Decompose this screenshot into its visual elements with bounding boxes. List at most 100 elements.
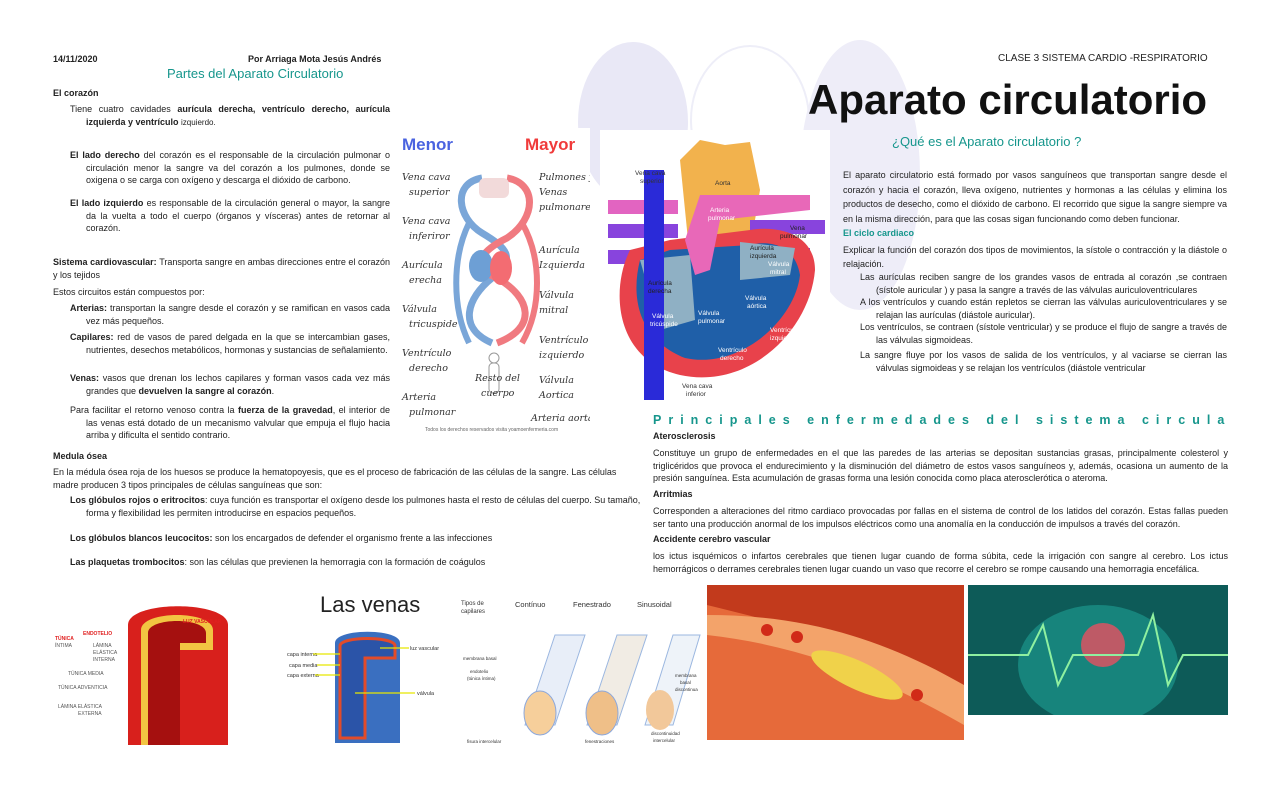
mayor-label: Mayor — [525, 135, 575, 154]
svg-text:Contínuo: Contínuo — [515, 600, 545, 609]
paragraph-intro: El aparato circulatorio está formado por… — [843, 170, 1227, 224]
vena-cava — [644, 170, 664, 400]
diagram-label: Aorta — [715, 180, 731, 187]
disease-text: Corresponden a alteraciones del ritmo ca… — [653, 506, 1228, 529]
diagram-label: Arteria aorta — [530, 413, 590, 424]
diagram-label: Ventrículo — [770, 327, 799, 334]
paragraph-lado-derecho: El lado derecho del corazón es el respon… — [70, 150, 390, 186]
diagram-label: Izquierda — [538, 260, 585, 271]
paragraph-globulos-blancos: Los glóbulos blancos leucocitos: son los… — [70, 533, 493, 543]
svg-text:INTERNA: INTERNA — [93, 657, 116, 663]
svg-text:membrana basal: membrana basal — [463, 656, 497, 661]
diagram-label: Ventrículo — [539, 335, 589, 346]
svg-text:discontinuidad: discontinuidad — [651, 731, 680, 736]
diagram-label: pulmonares — [539, 202, 590, 213]
atherosclerosis-image — [707, 585, 964, 740]
body-figure — [488, 362, 500, 394]
paragraph-plaquetas: Las plaquetas trombocitos: son las célul… — [70, 557, 486, 567]
diagram-label: tricúspide — [650, 321, 678, 328]
diagram-label: Vena — [790, 225, 805, 232]
diagram-label: Válvula — [768, 261, 790, 268]
diagram-footer: Todos los derechos reservados visita yoa… — [425, 427, 558, 433]
paragraph-cavidades: Tiene cuatro cavidades aurícula derecha,… — [70, 104, 390, 127]
section-title: Partes del Aparato Circulatorio — [167, 66, 344, 81]
svg-text:luz vascular: luz vascular — [410, 646, 439, 652]
glowing-heart — [1081, 623, 1125, 667]
diagram-label: Aurícula — [750, 245, 774, 252]
class-label: CLASE 3 SISTEMA CARDIO -RESPIRATORIO — [998, 53, 1208, 64]
svg-text:ENDOTELIO: ENDOTELIO — [83, 631, 112, 637]
paragraph-globulos-rojos: Los glóbulos rojos o eritrocitos: cuya f… — [70, 495, 641, 518]
heart-left-side — [490, 251, 512, 285]
diagram-label: Ventrículo — [718, 347, 747, 354]
diagram-label: Aurícula — [648, 280, 672, 287]
svg-text:Resto del: Resto del — [474, 373, 520, 384]
diagram-label: superior — [409, 187, 451, 198]
diagram-label: Válvula — [745, 295, 767, 302]
disease-text: Constituye un grupo de enfermedades en e… — [653, 448, 1228, 484]
diagram-label: derecho — [409, 363, 448, 374]
diagram-label: Válvula — [402, 304, 437, 315]
diagram-label: Aortica — [538, 390, 574, 401]
paragraph-sistema-cardiovascular: Sistema cardiovascular: Transporta sangr… — [53, 257, 390, 280]
diagram-label: inferior — [686, 391, 707, 398]
svg-text:Sinusoidal: Sinusoidal — [637, 600, 672, 609]
svg-text:válvula: válvula — [417, 691, 435, 697]
diagram-label: mitral — [539, 305, 568, 316]
svg-text:cuerpo: cuerpo — [481, 388, 515, 399]
artery-diagram: LUZ VASCULAR ENDOTELIO TÚNICA ÍNTIMA LÁM… — [55, 606, 228, 745]
diagram-label: erecha — [409, 275, 442, 286]
diagram-label: Vena cava — [402, 172, 451, 183]
svg-text:fenestraciones: fenestraciones — [585, 739, 615, 744]
lungs — [479, 178, 509, 198]
vascular-lumen — [148, 621, 206, 745]
veins-title: Las venas — [320, 592, 420, 617]
svg-text:capa interna: capa interna — [287, 652, 318, 658]
diagram-label: Válvula — [698, 310, 720, 317]
ciclo-item: Las aurículas reciben sangre de los gran… — [860, 272, 1227, 295]
svg-text:discontinua: discontinua — [675, 687, 698, 692]
svg-text:endotelio: endotelio — [470, 669, 489, 674]
svg-text:ELÁSTICA: ELÁSTICA — [93, 649, 118, 656]
svg-text:LUZ VASCULAR: LUZ VASCULAR — [183, 619, 222, 625]
svg-text:TÚNICA ADVENTICIA: TÚNICA ADVENTICIA — [58, 684, 108, 691]
svg-text:membrana: membrana — [675, 673, 697, 678]
svg-text:LÁMINA: LÁMINA — [93, 642, 112, 649]
diagram-label: derecha — [648, 288, 672, 295]
ciclo-heading: El ciclo cardiaco — [843, 228, 915, 238]
disease-text: los ictus isquémicos o infartos cerebral… — [653, 551, 1228, 574]
date: 14/11/2020 — [53, 54, 98, 64]
diagram-label: Vena cava — [402, 216, 451, 227]
menor-label: Menor — [402, 135, 453, 154]
medula-heading: Medula ósea — [53, 451, 108, 461]
diseases-title: Principales enfermedades del sistema cir… — [653, 414, 1228, 427]
svg-text:basal: basal — [680, 680, 691, 685]
diagram-label: Vena cava — [682, 383, 713, 390]
diagram-label: pulmonar — [409, 407, 457, 418]
diagram-label: izquierdo — [539, 350, 585, 361]
svg-text:capa externa: capa externa — [287, 673, 320, 679]
ecg-line — [968, 611, 1228, 688]
left-atrium — [740, 242, 795, 280]
paragraph-retorno-venoso: Para facilitar el retorno venoso contra … — [70, 405, 390, 441]
disease-name: Accidente cerebro vascular — [653, 534, 771, 544]
ciclo-item: La sangre fluye por los vasos de salida … — [860, 350, 1227, 373]
paragraph-ciclo: Explicar la función del corazón dos tipo… — [843, 245, 1227, 269]
diagram-label: Arteria — [710, 207, 730, 214]
diagram-label: superior — [640, 178, 664, 185]
diagram-label: Ventrículo — [402, 348, 452, 359]
capillaries-diagram: Tipos de capilares Contínuo Fenestrado S… — [461, 600, 701, 744]
diagram-label: Pulmones y — [538, 172, 590, 183]
diagram-label: pulmonar — [708, 215, 736, 222]
paragraph-circuitos: Estos circuitos están compuestos por: — [53, 287, 205, 297]
svg-text:TÚNICA MEDIA: TÚNICA MEDIA — [68, 670, 104, 677]
author: Por Arriaga Mota Jesús Andrés — [248, 54, 382, 64]
main-title: Aparato circulatorio — [808, 76, 1208, 123]
diagram-label: Vena cava — [635, 170, 666, 177]
diagram-label: Arteria — [401, 392, 436, 403]
svg-text:capilares: capilares — [461, 609, 485, 615]
svg-text:(túnica íntima): (túnica íntima) — [467, 676, 496, 681]
svg-text:capa media: capa media — [289, 663, 318, 669]
